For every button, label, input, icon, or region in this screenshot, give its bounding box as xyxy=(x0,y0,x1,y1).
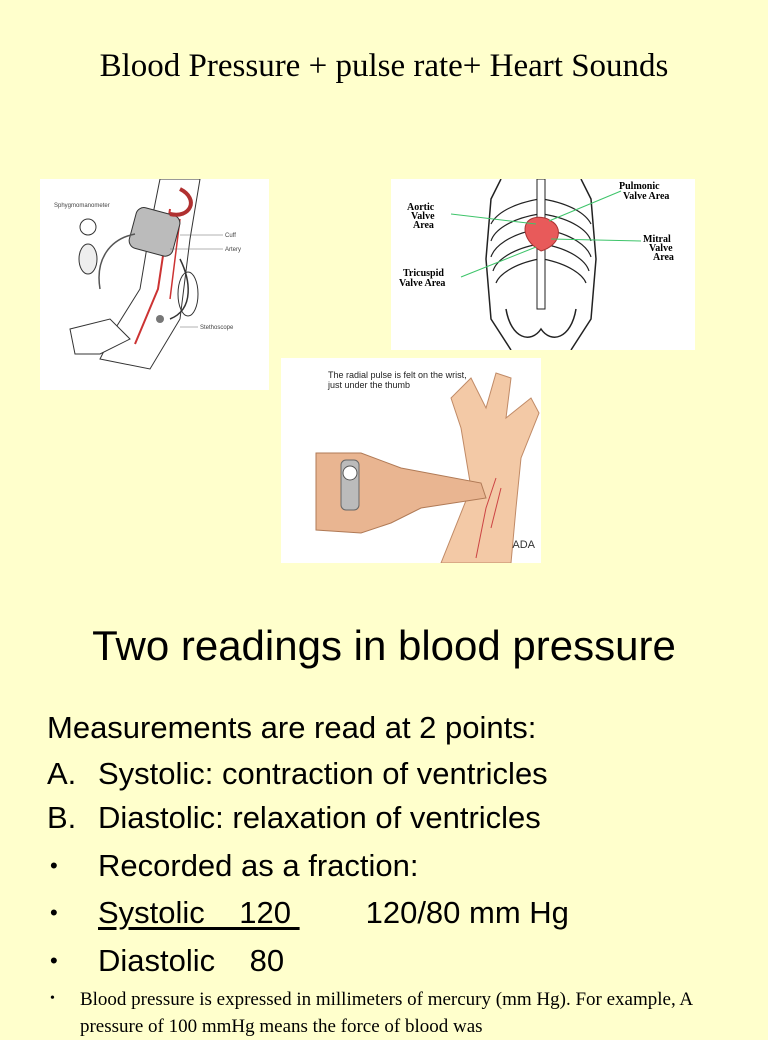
slide-title: Blood Pressure + pulse rate+ Heart Sound… xyxy=(99,48,669,84)
ada-logo: ADA xyxy=(512,539,535,551)
pulse-caption: The radial pulse is felt on the wrist, j… xyxy=(328,370,467,390)
pulmonic-label-1: Pulmonic xyxy=(619,181,660,192)
bullet-recorded: • Recorded as a fraction: xyxy=(50,848,419,884)
aortic-label-1: Aortic xyxy=(407,202,435,213)
svg-text:Valve: Valve xyxy=(649,243,673,254)
bullet-text: Recorded as a fraction: xyxy=(98,848,419,883)
systolic-value: Systolic 120 xyxy=(98,895,300,930)
bullet-mmhg-note: • Blood pressure is expressed in millime… xyxy=(50,986,730,1040)
point-b: B. Diastolic: relaxation of ventricles xyxy=(47,800,541,836)
point-marker: B. xyxy=(47,800,77,835)
stethoscope-label: Stethoscope xyxy=(200,325,234,331)
cuff-label: Cuff xyxy=(225,233,236,239)
bullet-diastolic: • Diastolic 80 xyxy=(50,943,284,979)
diastolic-value: Diastolic 80 xyxy=(98,943,285,978)
point-marker: A. xyxy=(47,756,77,791)
bp-illustration: Sphygmomanometer Cuff Artery Stethoscope xyxy=(40,179,269,390)
heart-valve-illustration: Aortic Valve Area Pulmonic Valve Area Mi… xyxy=(391,179,695,350)
bullet-dot: • xyxy=(50,948,58,973)
artery-label: Artery xyxy=(225,247,241,253)
radial-pulse-photo: The radial pulse is felt on the wrist, j… xyxy=(281,358,541,563)
mitral-label-1: Mitral xyxy=(643,234,671,245)
intro-text: Measurements are read at 2 points: xyxy=(47,710,537,745)
point-text: Systolic: contraction of ventricles xyxy=(98,756,548,791)
bullet-systolic: • Systolic 120 120/80 mm Hg xyxy=(50,895,569,931)
tricuspid-label-1: Tricuspid xyxy=(403,268,444,279)
fraction-value: 120/80 mm Hg xyxy=(365,895,569,930)
bullet-text: Blood pressure is expressed in millimete… xyxy=(79,989,693,1037)
bullet-dot: • xyxy=(50,900,58,925)
svg-text:Area: Area xyxy=(653,252,674,263)
point-a: A. Systolic: contraction of ventricles xyxy=(47,756,548,792)
sphyg-label: Sphygmomanometer xyxy=(54,203,110,209)
heart-icon xyxy=(524,216,559,252)
bullet-dot: • xyxy=(50,991,55,1006)
point-text: Diastolic: relaxation of ventricles xyxy=(98,800,541,835)
section-heading: Two readings in blood pressure xyxy=(92,622,676,669)
svg-text:Valve Area: Valve Area xyxy=(399,278,445,289)
svg-text:Valve Area: Valve Area xyxy=(623,191,669,202)
bullet-dot: • xyxy=(50,853,58,878)
svg-text:Valve: Valve xyxy=(411,211,435,222)
svg-text:Area: Area xyxy=(413,220,434,231)
